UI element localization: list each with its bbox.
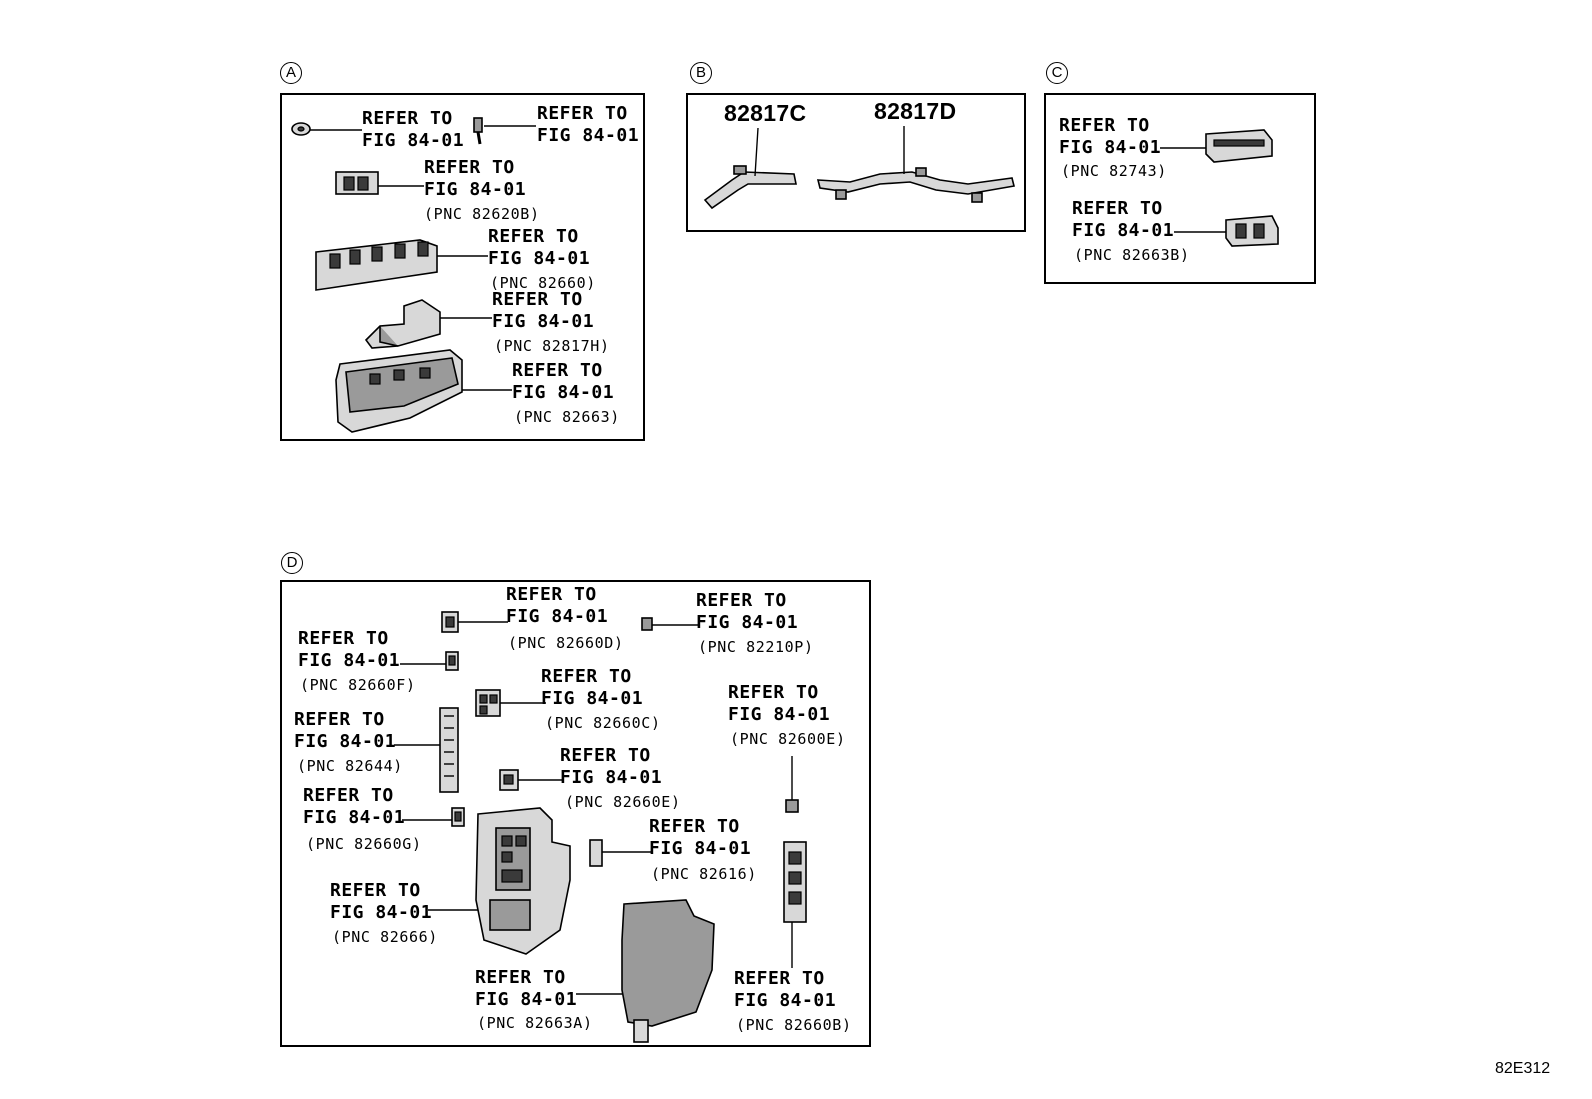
ref-label-line1: REFER TO [362, 108, 453, 129]
pnc-label: (PNC 82660C) [545, 714, 661, 732]
pnc-label: (PNC 82743) [1061, 162, 1167, 180]
panel-c-marker: C [1046, 62, 1068, 84]
box-82666-part [475, 807, 571, 955]
pnc-label: (PNC 82660) [490, 274, 596, 292]
pnc-label: (PNC 82660B) [736, 1016, 852, 1034]
ref-label-line2: FIG 84-01 [330, 902, 433, 923]
connector-82620b-part [335, 171, 379, 195]
ref-label-line1: REFER TO [330, 880, 421, 901]
pnc-label: (PNC 82600E) [730, 730, 846, 748]
cover-82817h-part [364, 299, 441, 349]
panel-d [280, 580, 871, 1047]
ref-label-line1: REFER TO [1072, 198, 1163, 219]
pnc-label: (PNC 82660E) [565, 793, 681, 811]
ref-label-line2: FIG 84-01 [303, 807, 406, 828]
ref-label-line1: REFER TO [649, 816, 740, 837]
ref-label-line2: FIG 84-01 [424, 179, 527, 200]
bracket-82616-part [589, 839, 603, 867]
ref-label-line1: REFER TO [728, 682, 819, 703]
fuse-holder-82644-part [439, 707, 459, 793]
relay-block-82660-part [315, 239, 438, 291]
ref-label-line2: FIG 84-01 [649, 838, 752, 859]
pnc-label: (PNC 82660D) [508, 634, 624, 652]
ref-label-line1: REFER TO [541, 666, 632, 687]
bolt-part [473, 117, 483, 145]
pnc-label: (PNC 82644) [297, 757, 403, 775]
figure-code: 82E312 [1495, 1060, 1551, 1077]
connector-82663b-part [1225, 215, 1279, 247]
bracket-82817c-part [703, 165, 797, 210]
part-number-82817c: 82817C [724, 100, 807, 126]
ref-label-line1: REFER TO [303, 785, 394, 806]
clip-ring-part [291, 122, 311, 136]
ref-label-line2: FIG 84-01 [1072, 220, 1175, 241]
pnc-label: (PNC 82616) [651, 865, 757, 883]
panel-d-marker: D [281, 552, 303, 574]
ref-label-line1: REFER TO [488, 226, 579, 247]
connector-82660f-part [445, 651, 459, 671]
connector-82743-part [1205, 129, 1273, 163]
ref-label-line1: REFER TO [734, 968, 825, 989]
part-number-82817d: 82817D [874, 98, 957, 124]
ref-label-line1: REFER TO [512, 360, 603, 381]
ref-label-line2: FIG 84-01 [362, 130, 465, 151]
pnc-label: (PNC 82210P) [698, 638, 814, 656]
ref-label-line2: FIG 84-01 [728, 704, 831, 725]
bracket-82817d-part [816, 167, 1015, 203]
leader-line [754, 127, 759, 177]
ref-label-line2: FIG 84-01 [696, 612, 799, 633]
ref-label-line2: FIG 84-01 [537, 125, 640, 146]
connector-82660d-part [441, 611, 459, 633]
pnc-label: (PNC 82817H) [494, 337, 610, 355]
ref-label-line1: REFER TO [492, 289, 583, 310]
ref-label-line1: REFER TO [424, 157, 515, 178]
ref-label-line1: REFER TO [696, 590, 787, 611]
panel-b [686, 93, 1026, 232]
box-82663-part [335, 349, 463, 433]
terminal-82210p-part [641, 617, 653, 631]
ref-label-line2: FIG 84-01 [475, 989, 578, 1010]
panel-a [280, 93, 645, 441]
connector-82660g-part [451, 807, 465, 827]
ref-label-line1: REFER TO [506, 584, 597, 605]
panel-a-marker: A [280, 62, 302, 84]
ref-label-line2: FIG 84-01 [560, 767, 663, 788]
pnc-label: (PNC 82660G) [306, 835, 422, 853]
ref-label-line2: FIG 84-01 [488, 248, 591, 269]
ref-label-line2: FIG 84-01 [506, 606, 609, 627]
ref-label-line1: REFER TO [475, 967, 566, 988]
ref-label-line2: FIG 84-01 [294, 731, 397, 752]
ref-label-line1: REFER TO [298, 628, 389, 649]
pnc-label: (PNC 82663B) [1074, 246, 1190, 264]
panel-c [1044, 93, 1316, 284]
pnc-label: (PNC 82663A) [477, 1014, 593, 1032]
ref-label-line2: FIG 84-01 [541, 688, 644, 709]
pnc-label: (PNC 82660F) [300, 676, 416, 694]
panel-b-marker: B [690, 62, 712, 84]
pnc-label: (PNC 82666) [332, 928, 438, 946]
pnc-label: (PNC 82663) [514, 408, 620, 426]
ref-label-line2: FIG 84-01 [512, 382, 615, 403]
ref-label-line2: FIG 84-01 [492, 311, 595, 332]
ref-label-line1: REFER TO [1059, 115, 1150, 136]
ref-label-line1: REFER TO [294, 709, 385, 730]
ref-label-line2: FIG 84-01 [734, 990, 837, 1011]
box-82663a-part [621, 899, 715, 1043]
ref-label-line1: REFER TO [560, 745, 651, 766]
pnc-label: (PNC 82620B) [424, 205, 540, 223]
ref-label-line1: REFER TO [537, 103, 628, 124]
ref-label-line2: FIG 84-01 [1059, 137, 1162, 158]
relay-82660b-part [783, 841, 807, 923]
ref-label-line2: FIG 84-01 [298, 650, 401, 671]
